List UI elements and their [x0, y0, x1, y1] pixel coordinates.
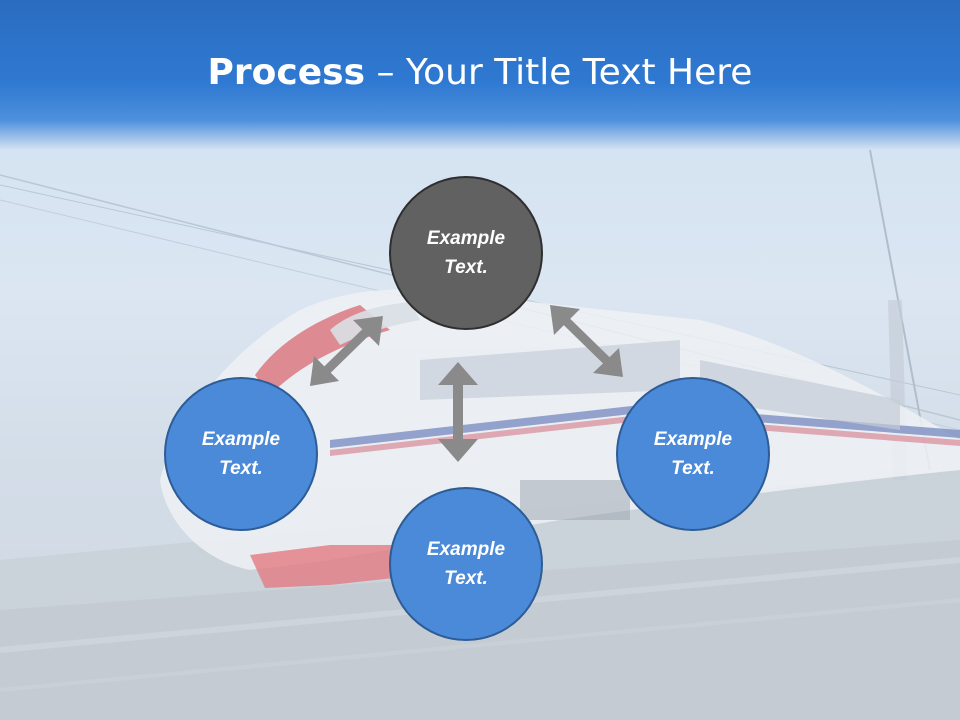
slide-title: Process – Your Title Text Here [0, 52, 960, 93]
node-bottom-line2: Text. [444, 568, 488, 589]
node-top-line1: Example [426, 228, 506, 249]
title-bar [0, 0, 960, 150]
title-rest: – Your Title Text Here [365, 52, 753, 93]
node-bottom-line1: Example [426, 539, 506, 560]
process-node-right: Example Text. [616, 377, 770, 531]
title-bold: Process [207, 52, 366, 93]
process-node-top: Example Text. [389, 176, 543, 330]
arrow-vertical [438, 362, 478, 462]
process-node-bottom: Example Text. [389, 487, 543, 641]
node-top-line2: Text. [444, 257, 488, 278]
arrow-top-right [550, 305, 623, 377]
node-left-line1: Example [201, 429, 281, 450]
node-right-line1: Example [653, 429, 733, 450]
node-left-line2: Text. [219, 458, 263, 479]
node-right-line2: Text. [671, 458, 715, 479]
process-node-left: Example Text. [164, 377, 318, 531]
arrow-top-left [310, 316, 383, 386]
